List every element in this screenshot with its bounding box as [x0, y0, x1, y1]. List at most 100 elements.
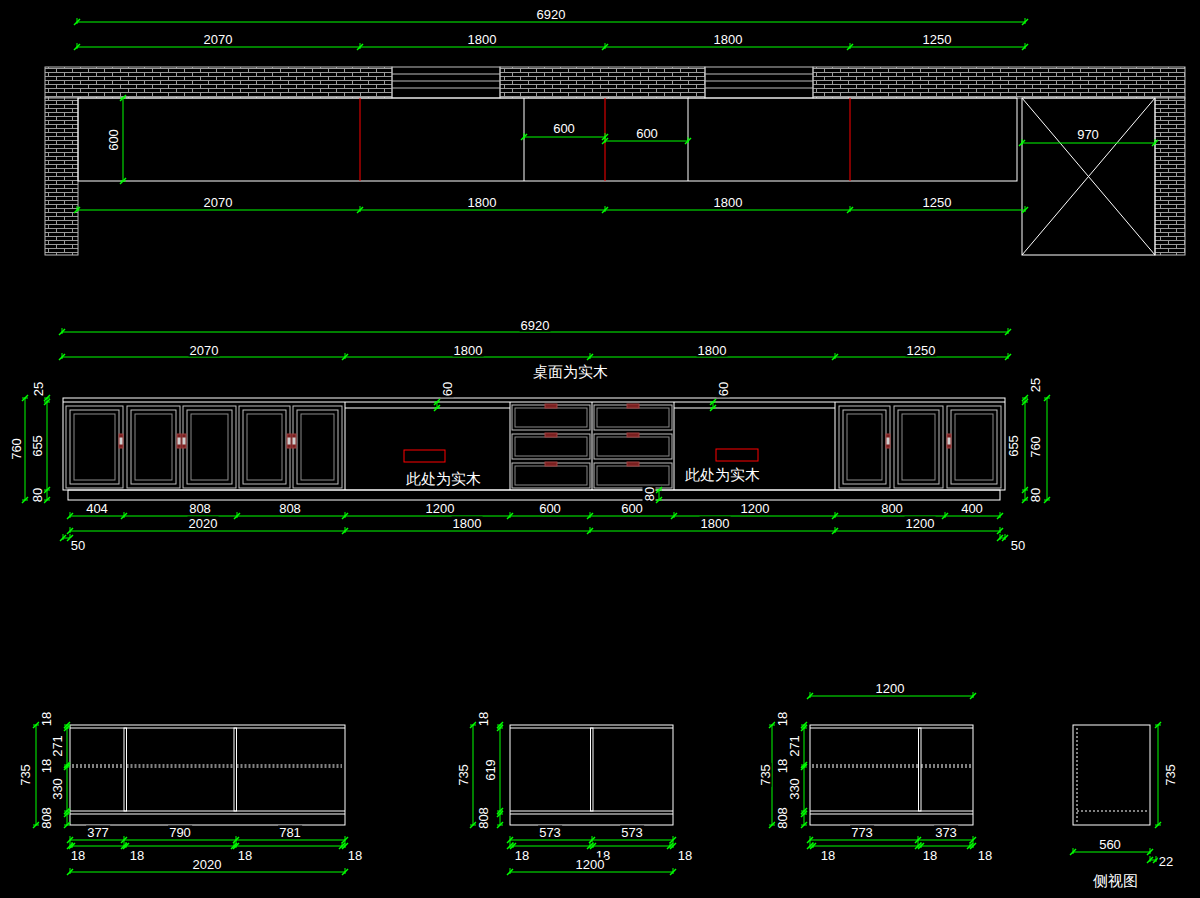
note-text: 桌面为实木 [532, 364, 609, 379]
dimension-line [473, 725, 474, 825]
drawer-front [512, 405, 590, 430]
dimension-text: 1250 [922, 196, 953, 209]
dimension-tick [507, 513, 513, 519]
dimension-line [510, 846, 673, 847]
dimension-text: 1200 [875, 682, 906, 695]
dimension-tick [497, 811, 503, 817]
column-cross [1022, 98, 1155, 255]
bottom-panel [70, 811, 345, 812]
dimension-tick [64, 764, 70, 770]
dimension-text: 560 [1098, 838, 1122, 851]
window-glass [392, 88, 500, 89]
dimension-tick [497, 725, 503, 731]
dimension-text: 18 [237, 849, 253, 862]
dimension-text: 271 [51, 734, 64, 758]
door-panel [66, 406, 123, 488]
handle-grip [948, 438, 950, 444]
dimension-line [1073, 852, 1150, 853]
dimension-tick [656, 497, 662, 503]
window-glass [705, 74, 813, 75]
solid-wood-mark [404, 450, 445, 462]
dimension-line [62, 332, 1008, 333]
dimension-text: 1250 [922, 33, 953, 46]
dimension-tick [832, 354, 838, 360]
dimension-tick [342, 528, 348, 534]
dimension-tick [807, 693, 813, 699]
counter-outline [78, 98, 1017, 181]
drawer-front [594, 405, 672, 430]
dimension-tick [1070, 849, 1076, 855]
door-frame [951, 410, 997, 484]
dimension-text: 735 [1164, 763, 1177, 787]
dimension-tick [710, 399, 716, 405]
dimension-tick [59, 354, 65, 360]
dimension-tick [1002, 535, 1008, 541]
dimension-text: 1800 [452, 517, 483, 530]
joint-line [360, 98, 361, 181]
door-inset [955, 414, 993, 480]
window-frame [392, 67, 500, 98]
dimension-text: 1800 [467, 33, 498, 46]
column-cross [1022, 98, 1155, 255]
dimension-text: 18 [820, 849, 836, 862]
dimension-text: 1800 [467, 196, 498, 209]
dimension-text: 2070 [203, 196, 234, 209]
desk-apron [674, 408, 835, 409]
dimension-tick [74, 19, 80, 25]
drawer-inset [515, 437, 587, 456]
dimension-tick [121, 513, 127, 519]
dimension-text: 808 [40, 806, 53, 830]
door-handle [287, 434, 291, 448]
dimension-text: 970 [1076, 128, 1100, 141]
dimension-text: 808 [188, 502, 212, 515]
shelf-line [921, 767, 971, 768]
dimension-tick [1022, 44, 1028, 50]
dimension-tick [1005, 329, 1011, 335]
dimension-tick [671, 513, 677, 519]
dimension-text: 735 [759, 763, 772, 787]
shelf-line [237, 765, 343, 766]
brick-wall [45, 98, 78, 255]
dimension-tick [1044, 497, 1050, 503]
dimension-text: 1200 [905, 517, 936, 530]
section-outline [810, 725, 973, 825]
dimension-text: 6920 [536, 8, 567, 21]
dimension-text: 1800 [700, 517, 731, 530]
brick-wall [45, 67, 392, 98]
dimension-tick [602, 138, 608, 144]
dimension-tick [342, 869, 348, 875]
dimension-text: 50 [70, 539, 86, 552]
dimension-tick [801, 725, 807, 731]
drawer-inset [515, 408, 587, 427]
door-handle [182, 434, 186, 448]
brick-wall [1155, 98, 1185, 255]
note-text: 此处为实木 [684, 467, 761, 482]
dimension-tick [67, 528, 73, 534]
dimension-tick [74, 207, 80, 213]
dimension-text: 18 [514, 849, 530, 862]
dimension-text: 2020 [188, 517, 219, 530]
partition [234, 728, 237, 811]
dimension-text: 377 [86, 826, 110, 839]
dimension-line [510, 872, 673, 873]
dimension-text: 808 [278, 502, 302, 515]
drawer-handle [627, 433, 639, 437]
dimension-tick [942, 513, 948, 519]
dimension-text: 760 [1029, 435, 1042, 459]
window-glass [392, 74, 500, 75]
dimension-tick [22, 497, 28, 503]
dimension-text: 18 [40, 758, 53, 774]
dimension-line [77, 22, 1025, 23]
door-handle [177, 434, 181, 448]
dimension-tick [234, 513, 240, 519]
drawer-handle [545, 433, 557, 437]
shelf-line [921, 765, 971, 766]
dimension-tick [970, 693, 976, 699]
dimension-tick [670, 843, 676, 849]
dimension-text: 18 [776, 758, 789, 774]
dimension-line [36, 725, 37, 825]
dimension-text: 619 [484, 758, 497, 782]
handle-grip [120, 438, 122, 444]
dimension-text: 800 [880, 502, 904, 515]
